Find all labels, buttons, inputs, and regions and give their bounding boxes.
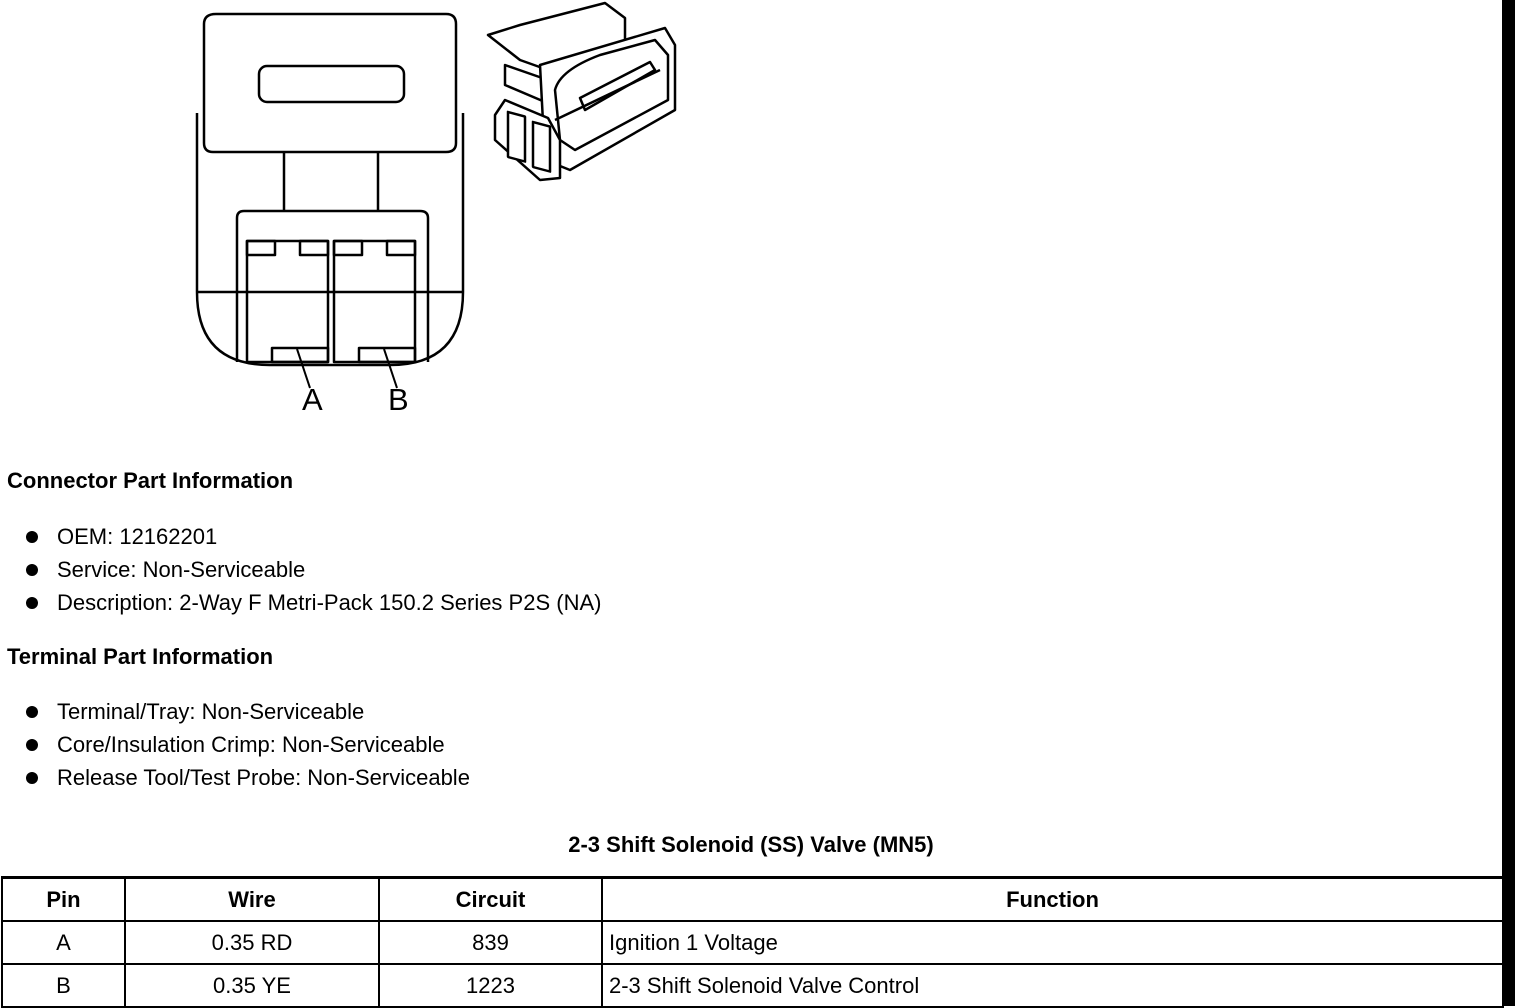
table-header-row: Pin Wire Circuit Function — [1, 876, 1504, 922]
bullet-icon — [26, 771, 38, 784]
cell-wire: 0.35 RD — [124, 920, 380, 965]
list-item: OEM: 12162201 — [26, 520, 601, 553]
bullet-icon — [26, 563, 38, 576]
header-function: Function — [601, 876, 1504, 922]
cell-circuit: 1223 — [378, 963, 603, 1008]
list-item: Core/Insulation Crimp: Non-Serviceable — [26, 728, 470, 761]
table-title: 2-3 Shift Solenoid (SS) Valve (MN5) — [568, 832, 934, 857]
table-row: B 0.35 YE 1223 2-3 Shift Solenoid Valve … — [1, 963, 1504, 1008]
cell-circuit: 839 — [378, 920, 603, 965]
list-item: Terminal/Tray: Non-Serviceable — [26, 695, 470, 728]
bullet-icon — [26, 530, 38, 543]
list-item: Service: Non-Serviceable — [26, 553, 601, 586]
cell-wire: 0.35 YE — [124, 963, 380, 1008]
list-item: Release Tool/Test Probe: Non-Serviceable — [26, 761, 470, 794]
bullet-icon — [26, 738, 38, 751]
connector-info-heading: Connector Part Information — [7, 468, 294, 493]
bullet-icon — [26, 705, 38, 718]
terminal-info-list: Terminal/Tray: Non-Serviceable Core/Insu… — [26, 695, 470, 794]
table-row: A 0.35 RD 839 Ignition 1 Voltage — [1, 920, 1504, 965]
terminal-info-heading: Terminal Part Information — [7, 644, 274, 669]
bullet-icon — [26, 596, 38, 609]
cell-function: 2-3 Shift Solenoid Valve Control — [601, 963, 1504, 1008]
page-edge-bar — [1502, 0, 1515, 1006]
pin-label-b: B — [388, 382, 409, 417]
pinout-table: Pin Wire Circuit Function A 0.35 RD 839 … — [1, 876, 1504, 1008]
cell-pin: A — [1, 920, 126, 965]
list-item: Description: 2-Way F Metri-Pack 150.2 Se… — [26, 586, 601, 619]
pin-label-a: A — [302, 382, 323, 417]
header-wire: Wire — [124, 876, 380, 922]
header-pin: Pin — [1, 876, 126, 922]
header-circuit: Circuit — [378, 876, 603, 922]
cell-pin: B — [1, 963, 126, 1008]
connector-face-diagram — [195, 1, 677, 389]
connector-info-list: OEM: 12162201 Service: Non-Serviceable D… — [26, 520, 601, 619]
cell-function: Ignition 1 Voltage — [601, 920, 1504, 965]
